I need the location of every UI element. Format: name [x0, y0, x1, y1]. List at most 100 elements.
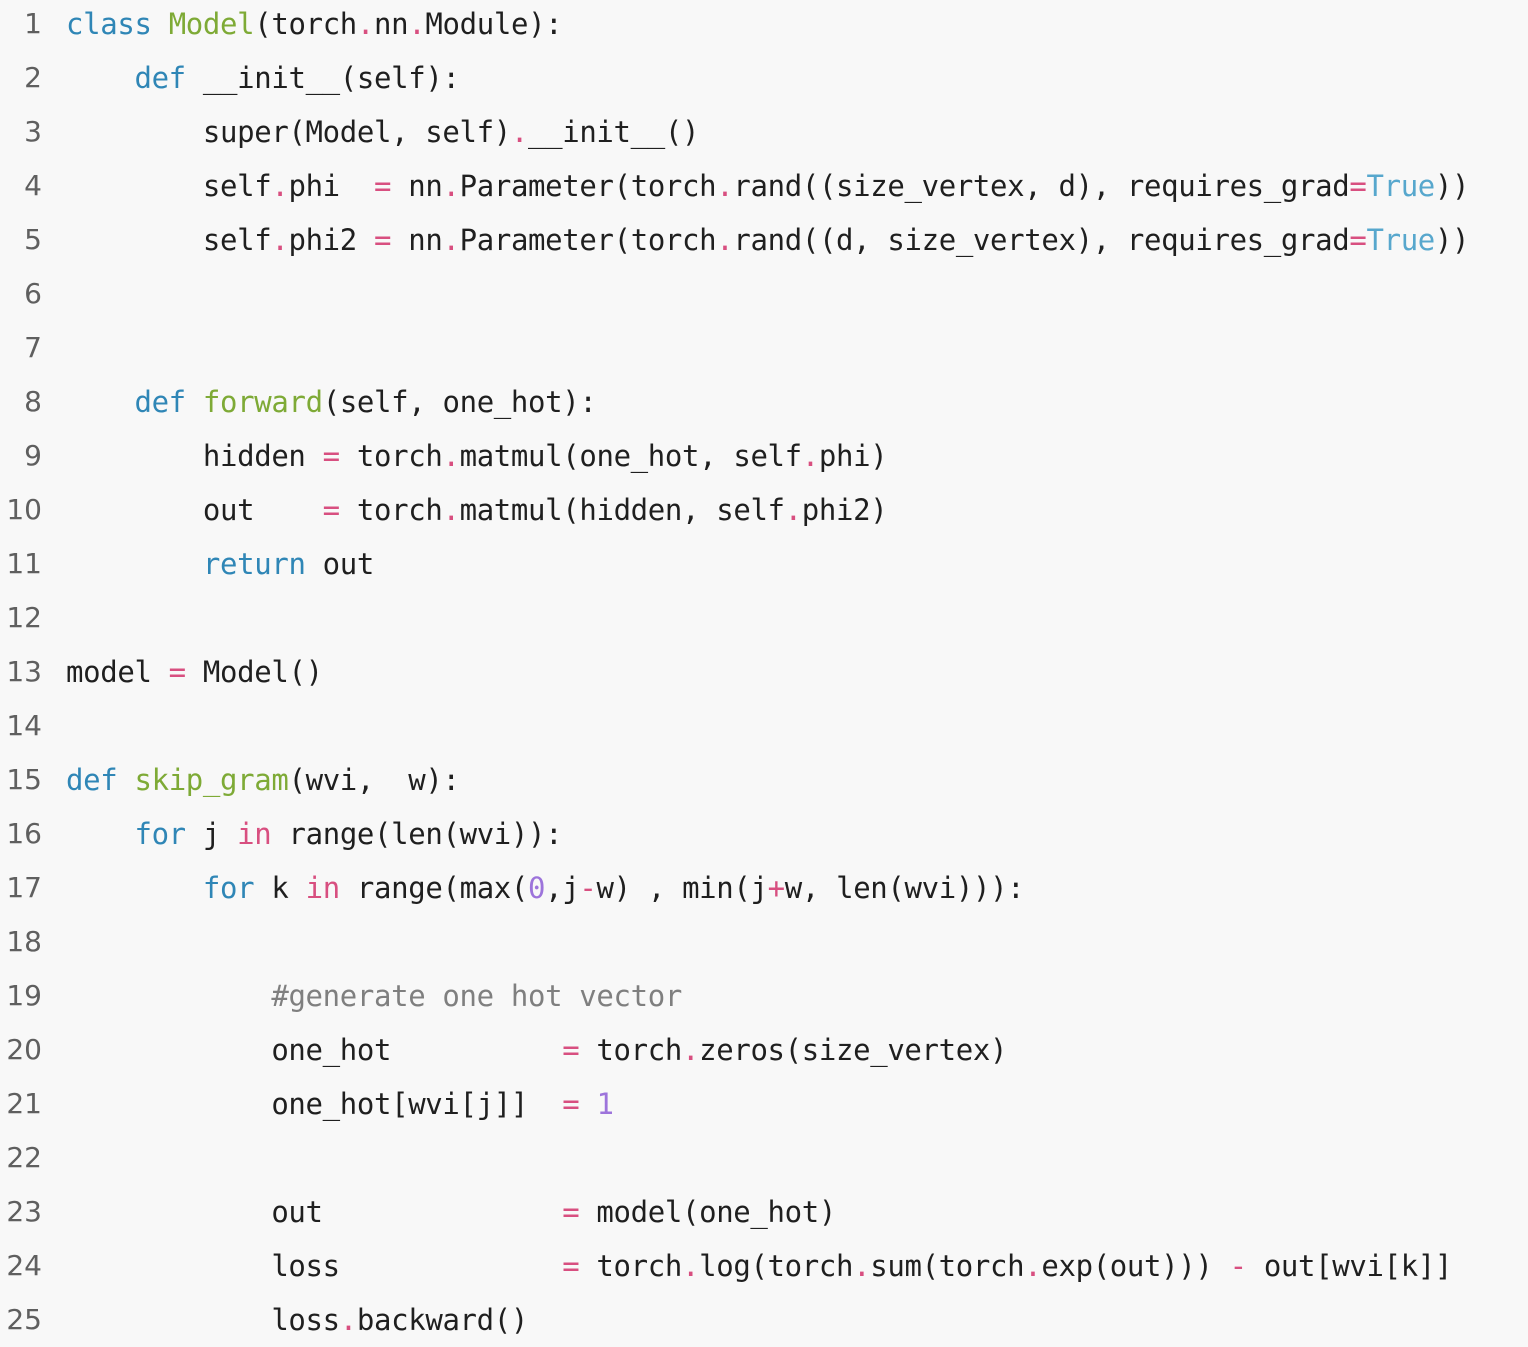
code-token: Model: [168, 7, 255, 41]
code-token: def: [66, 763, 118, 797]
code-token: matmul(one_hot, self: [459, 439, 803, 473]
line-number: 6: [24, 277, 42, 310]
code-line[interactable]: 3 super(Model, self).__init__(): [0, 105, 1528, 159]
line-code: model = Model(): [66, 645, 323, 699]
code-token: =: [562, 1249, 580, 1283]
code-token: .: [442, 439, 460, 473]
code-token: [152, 7, 169, 41]
code-token: -: [579, 871, 597, 905]
code-token: .: [442, 169, 460, 203]
code-token: ,j: [545, 871, 580, 905]
line-number: 14: [6, 709, 42, 742]
code-token: phi2): [801, 493, 888, 527]
code-token: [579, 1087, 596, 1121]
code-line[interactable]: 9 hidden = torch.matmul(one_hot, self.ph…: [0, 429, 1528, 483]
code-token: log(torch: [699, 1249, 854, 1283]
code-token: .: [356, 7, 375, 41]
code-line[interactable]: 2 def __init__(self):: [0, 51, 1528, 105]
line-number: 20: [6, 1033, 42, 1066]
code-token: torch: [339, 493, 443, 527]
code-line[interactable]: 14: [0, 699, 1528, 753]
line-number: 5: [24, 223, 42, 256]
code-line[interactable]: 25 loss.backward(): [0, 1293, 1528, 1347]
code-line[interactable]: 24 loss = torch.log(torch.sum(torch.exp(…: [0, 1239, 1528, 1293]
code-token: True: [1366, 169, 1435, 203]
line-code: def skip_gram(wvi, w):: [66, 753, 460, 807]
code-token: nn: [374, 7, 409, 41]
code-line[interactable]: 6: [0, 267, 1528, 321]
code-token: for: [202, 871, 255, 905]
line-code: super(Model, self).__init__(): [66, 105, 700, 159]
code-token: torch: [579, 1033, 682, 1067]
line-code: out = model(one_hot): [66, 1185, 836, 1239]
code-token: .: [784, 493, 802, 527]
line-code: class Model(torch.nn.Module):: [66, 0, 563, 51]
code-token: =: [562, 1033, 580, 1067]
code-line[interactable]: 23 out = model(one_hot): [0, 1185, 1528, 1239]
line-number: 2: [24, 61, 42, 94]
code-token: phi): [818, 439, 888, 473]
code-token: .: [271, 169, 289, 203]
code-token: =: [1349, 169, 1367, 203]
code-token: w) , min(j: [596, 871, 768, 905]
code-token: loss: [66, 1249, 563, 1283]
code-token: Model(): [185, 655, 323, 689]
code-token: def: [134, 61, 186, 95]
line-number: 19: [6, 979, 42, 1012]
code-token: +: [767, 871, 785, 905]
code-line[interactable]: 21 one_hot[wvi[j]] = 1: [0, 1077, 1528, 1131]
code-token: def: [134, 385, 186, 419]
code-line[interactable]: 12: [0, 591, 1528, 645]
line-number: 11: [6, 547, 42, 580]
code-line[interactable]: 10 out = torch.matmul(hidden, self.phi2): [0, 483, 1528, 537]
code-token: range(len(wvi)):: [271, 817, 563, 851]
code-line[interactable]: 7: [0, 321, 1528, 375]
line-number: 9: [24, 439, 42, 472]
code-token: one_hot[wvi[j]]: [66, 1087, 563, 1121]
line-number: 18: [6, 925, 42, 958]
code-token: out[wvi[k]]: [1246, 1249, 1453, 1283]
code-token: [66, 61, 134, 95]
code-token: return: [202, 547, 306, 581]
code-token: =: [374, 169, 392, 203]
code-token: out: [66, 493, 323, 527]
code-token: loss: [66, 1303, 340, 1337]
code-token: .: [339, 1303, 357, 1337]
code-line[interactable]: 4 self.phi = nn.Parameter(torch.rand((si…: [0, 159, 1528, 213]
code-token: (wvi, w):: [288, 763, 460, 797]
code-token: phi2: [288, 223, 375, 257]
code-line[interactable]: 19 #generate one hot vector: [0, 969, 1528, 1023]
code-token: rand((d, size_vertex), requires_grad: [733, 223, 1350, 257]
code-token: =: [322, 439, 340, 473]
code-token: nn: [391, 223, 443, 257]
code-line[interactable]: 20 one_hot = torch.zeros(size_vertex): [0, 1023, 1528, 1077]
code-token: =: [562, 1195, 580, 1229]
code-line[interactable]: 18: [0, 915, 1528, 969]
code-token: nn: [391, 169, 443, 203]
code-token: .: [681, 1033, 700, 1067]
code-token: .: [510, 115, 528, 149]
line-number: 16: [6, 817, 42, 850]
line-code: loss.backward(): [66, 1293, 528, 1347]
code-line[interactable]: 16 for j in range(len(wvi)):: [0, 807, 1528, 861]
line-number: 12: [6, 601, 42, 634]
code-token: model: [66, 655, 169, 689]
code-line[interactable]: 11 return out: [0, 537, 1528, 591]
code-line[interactable]: 5 self.phi2 = nn.Parameter(torch.rand((d…: [0, 213, 1528, 267]
code-line[interactable]: 22: [0, 1131, 1528, 1185]
code-token: zeros(size_vertex): [699, 1033, 1008, 1067]
code-token: True: [1366, 223, 1435, 257]
code-line[interactable]: 8 def forward(self, one_hot):: [0, 375, 1528, 429]
line-number: 21: [6, 1087, 42, 1120]
code-token: .: [716, 223, 734, 257]
line-number: 7: [24, 331, 42, 364]
code-line[interactable]: 17 for k in range(max(0,j-w) , min(j+w, …: [0, 861, 1528, 915]
code-token: for: [134, 817, 186, 851]
code-token: Module):: [425, 7, 563, 41]
code-token: .: [442, 493, 460, 527]
code-token: )): [1434, 223, 1470, 257]
